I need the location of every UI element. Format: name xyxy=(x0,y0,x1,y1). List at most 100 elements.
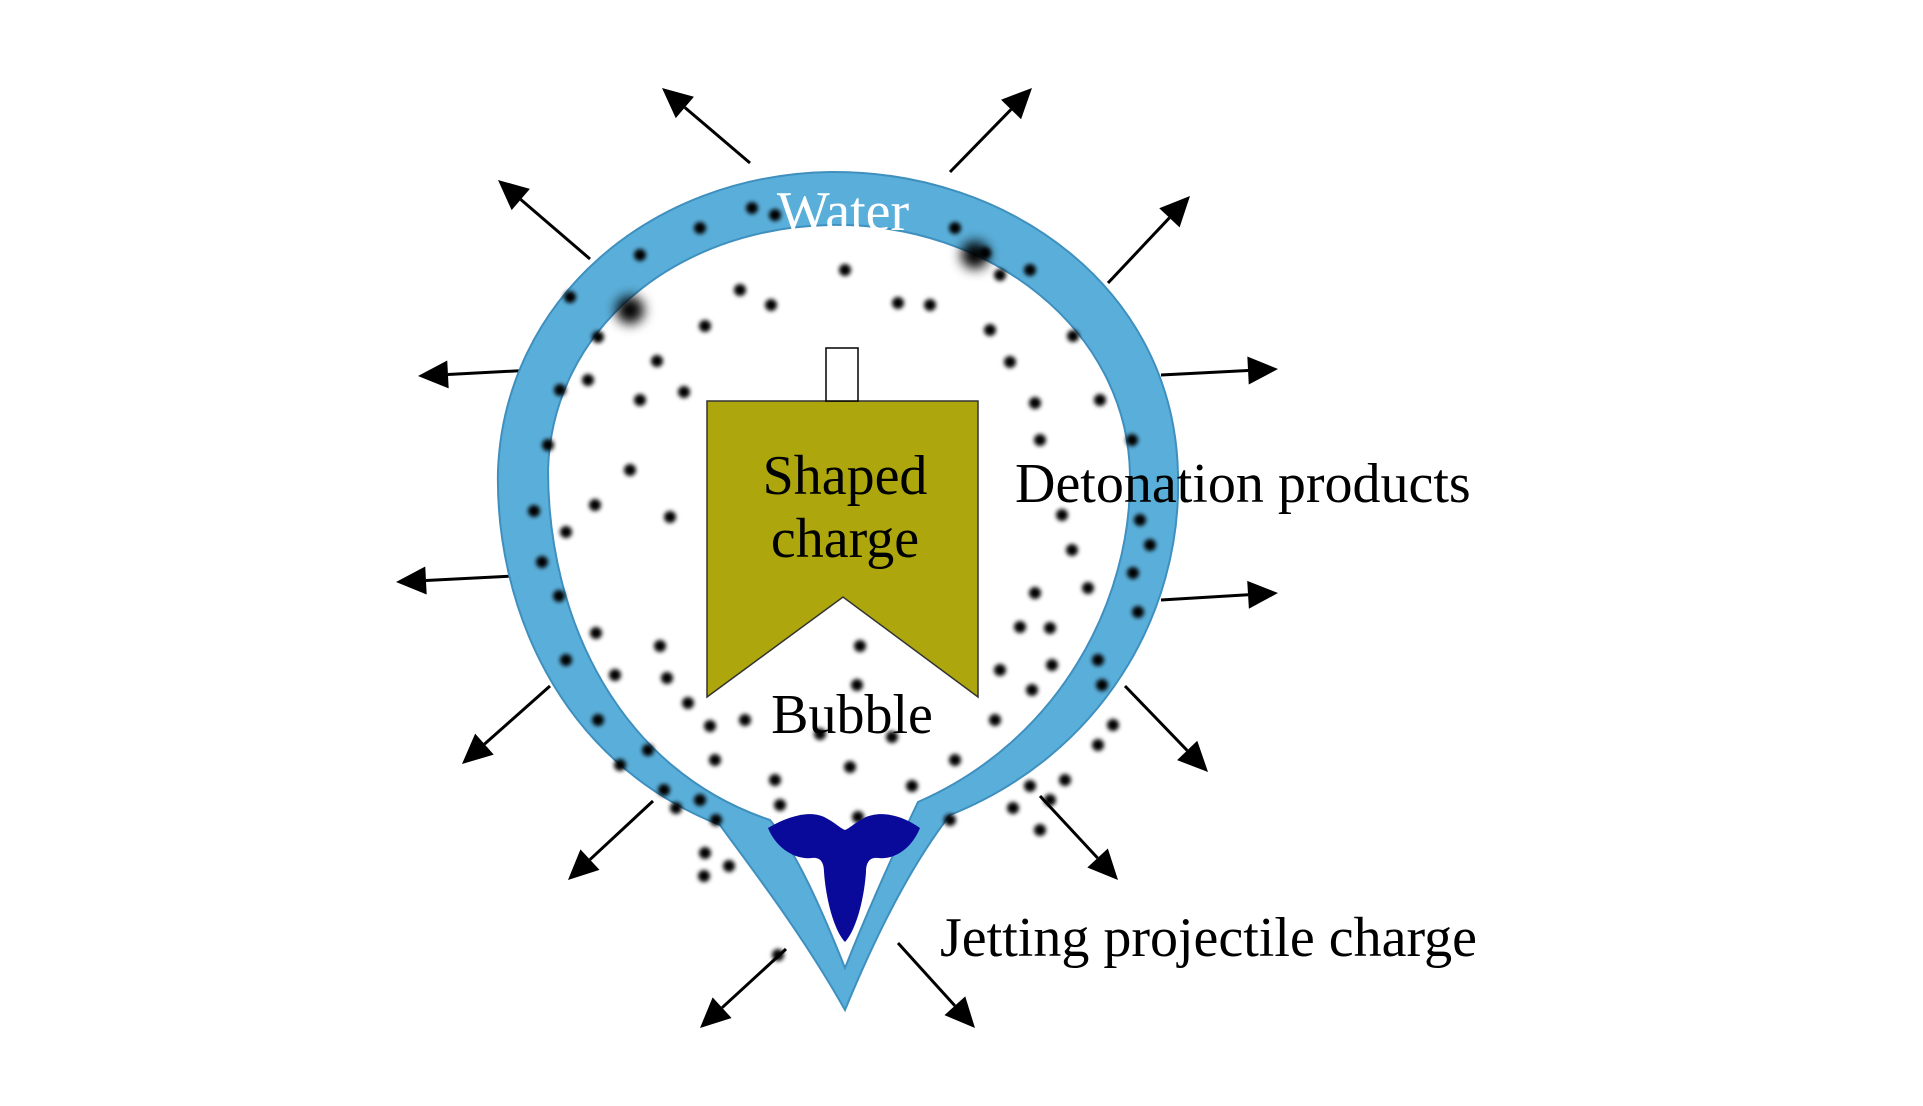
particle-dot-icon xyxy=(949,754,961,766)
particle-dot-icon xyxy=(589,499,601,511)
particle-dot-icon xyxy=(924,299,936,311)
particle-dot-icon xyxy=(670,802,682,814)
particle-dot-icon xyxy=(844,761,856,773)
outward-arrow-icon xyxy=(700,997,732,1028)
particle-dot-icon xyxy=(765,299,777,311)
particle-dot-icon xyxy=(694,794,706,806)
jetting-projectile-label: Jetting projectile charge xyxy=(940,907,1477,969)
particle-dot-icon xyxy=(984,324,996,336)
particle-dot-icon xyxy=(1034,824,1046,836)
particle-dot-icon xyxy=(1092,654,1104,666)
particle-dot-icon xyxy=(1014,621,1026,633)
particle-dot-icon xyxy=(734,284,746,296)
particle-dot-icon xyxy=(1004,356,1016,368)
bubble-label: Bubble xyxy=(771,684,933,746)
outward-arrows xyxy=(396,88,1278,1028)
particle-dot-icon xyxy=(769,774,781,786)
particle-dot-icon xyxy=(989,714,1001,726)
particle-dot-icon xyxy=(592,331,604,343)
particle-dot-icon xyxy=(709,754,721,766)
particle-dot-icon xyxy=(1046,659,1058,671)
shaped-charge-body xyxy=(706,400,979,699)
particle-dot-icon xyxy=(1056,509,1068,521)
particle-dot-icon xyxy=(892,297,904,309)
outward-arrow-icon xyxy=(418,360,449,389)
outward-arrow-icon xyxy=(396,566,427,595)
shaped-charge-label-line1: Shaped xyxy=(763,445,928,507)
particle-dot-icon xyxy=(949,222,961,234)
particle-dot-icon xyxy=(851,679,863,691)
particle-dot-icon xyxy=(616,296,644,324)
particle-dot-icon xyxy=(746,202,758,214)
water-particles xyxy=(528,202,1156,961)
arrow-shaft xyxy=(483,684,551,746)
water-label: Water xyxy=(777,181,910,243)
particle-dot-icon xyxy=(723,860,735,872)
particle-dot-icon xyxy=(542,439,554,451)
particle-dot-icon xyxy=(1007,802,1019,814)
particle-dot-icon xyxy=(704,720,716,732)
outward-arrow-icon xyxy=(1177,740,1208,772)
particle-dot-icon xyxy=(1107,719,1119,731)
particle-dot-icon xyxy=(994,269,1006,281)
outward-arrow-icon xyxy=(568,849,600,880)
outward-arrow-icon xyxy=(462,733,494,764)
particle-dot-icon xyxy=(906,780,918,792)
particle-dot-icon xyxy=(634,394,646,406)
particle-dot-icon xyxy=(944,814,956,826)
outward-arrow-icon xyxy=(1247,580,1278,609)
particle-dot-icon xyxy=(1029,587,1041,599)
particle-dot-icon xyxy=(1092,739,1104,751)
particle-dot-icon xyxy=(1044,794,1056,806)
detonation-products-label: Detonation products xyxy=(1015,453,1471,515)
arrow-shaft xyxy=(948,108,1013,174)
particle-dot-icon xyxy=(774,799,786,811)
particle-dot-icon xyxy=(528,505,540,517)
arrow-shaft xyxy=(1160,593,1249,602)
particle-dot-icon xyxy=(661,672,673,684)
particle-dot-icon xyxy=(1044,622,1056,634)
particle-dot-icon xyxy=(961,241,989,269)
particle-dot-icon xyxy=(536,556,548,568)
particle-dot-icon xyxy=(614,759,626,771)
outward-arrow-icon xyxy=(1159,196,1190,228)
particle-dot-icon xyxy=(609,669,621,681)
particle-dot-icon xyxy=(1082,582,1094,594)
arrow-shaft xyxy=(519,198,591,261)
particle-dot-icon xyxy=(886,731,898,743)
particle-dot-icon xyxy=(694,222,706,234)
arrow-shaft xyxy=(1160,369,1249,377)
particle-dot-icon xyxy=(1034,434,1046,446)
particle-dot-icon xyxy=(710,814,722,826)
detonator-icon xyxy=(825,347,859,402)
detonation-particles xyxy=(589,264,1094,823)
particle-dot-icon xyxy=(560,654,572,666)
particle-dot-icon xyxy=(1066,544,1078,556)
particle-dot-icon xyxy=(1059,774,1071,786)
particle-dot-icon xyxy=(1144,539,1156,551)
particle-dot-icon xyxy=(994,664,1006,676)
arrow-shaft xyxy=(425,574,515,582)
particle-dot-icon xyxy=(814,728,826,740)
particle-dot-icon xyxy=(839,264,851,276)
particle-dot-icon xyxy=(1132,606,1144,618)
particle-dot-icon xyxy=(854,640,866,652)
outward-arrow-icon xyxy=(662,88,694,119)
arrow-shaft xyxy=(683,106,751,165)
water-layer xyxy=(496,170,1180,1013)
particle-dot-icon xyxy=(1096,679,1108,691)
particle-dot-icon xyxy=(553,590,565,602)
particle-dot-icon xyxy=(592,714,604,726)
particle-dot-icon xyxy=(698,870,710,882)
jetting-projectile-shape xyxy=(768,814,920,942)
particle-dot-icon xyxy=(1026,684,1038,696)
particle-dot-icon xyxy=(1029,397,1041,409)
arrow-shaft xyxy=(1106,216,1171,285)
arrow-shaft xyxy=(588,799,655,861)
particle-dot-icon xyxy=(1134,514,1146,526)
outward-arrow-icon xyxy=(1001,88,1032,120)
particle-dot-icon xyxy=(772,949,784,961)
particle-dot-icon xyxy=(699,847,711,859)
water-large-particles xyxy=(616,241,989,324)
